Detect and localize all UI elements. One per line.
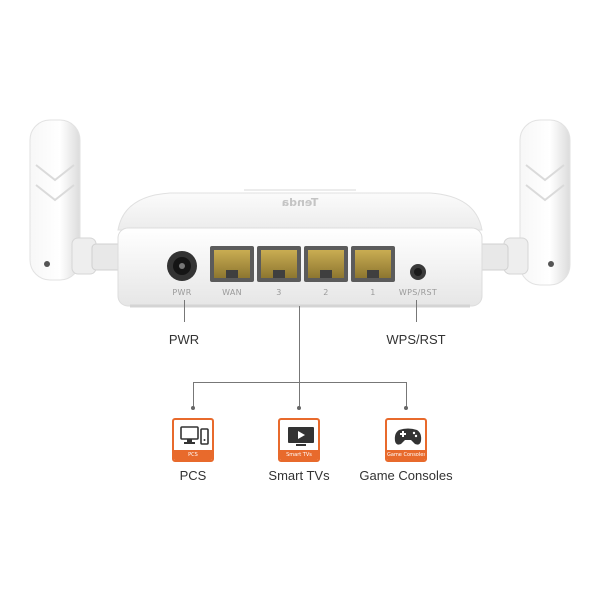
router-brand-logo: Tenda (281, 196, 319, 209)
branch-dot-consoles (404, 406, 408, 410)
consoles-tag: Game Consoles (387, 450, 425, 460)
wps-callout-label: WPS/RST (386, 332, 446, 347)
lan-port-1 (351, 246, 395, 282)
wps-button (410, 264, 426, 280)
port-label-wps: WPS/RST (398, 288, 438, 297)
pcs-label: PCS (179, 468, 207, 483)
power-jack (167, 251, 197, 281)
wan-port (210, 246, 254, 282)
port-label-lan1: 1 (370, 288, 376, 297)
tv-icon (288, 427, 314, 446)
tvs-label: Smart TVs (268, 468, 330, 483)
router-illustration (29, 119, 571, 308)
tvs-tag: Smart TVs (280, 450, 318, 460)
port-label-pwr: PWR (172, 288, 192, 297)
port-label-wan: WAN (222, 288, 242, 297)
consoles-label: Game Consoles (359, 468, 453, 483)
branch-dot-pcs (191, 406, 195, 410)
lan-callout-line (299, 306, 300, 382)
branch-drop-consoles (406, 382, 407, 408)
port-label-lan3: 3 (276, 288, 282, 297)
left-antenna (29, 119, 123, 281)
wps-callout-line (416, 300, 417, 322)
device-branch-line (193, 382, 407, 383)
pwr-callout-line (184, 300, 185, 322)
pcs-icon-box: PCS (172, 418, 214, 462)
branch-drop-tvs (299, 382, 300, 408)
branch-drop-pcs (193, 382, 194, 408)
pc-icon (180, 426, 209, 445)
pcs-tag: PCS (174, 450, 212, 460)
pwr-callout-label: PWR (168, 332, 200, 347)
port-label-lan2: 2 (323, 288, 329, 297)
branch-dot-tvs (297, 406, 301, 410)
lan-port-2 (304, 246, 348, 282)
consoles-icon-box: Game Consoles (385, 418, 427, 462)
right-antenna (477, 119, 571, 286)
tvs-icon-box: Smart TVs (278, 418, 320, 462)
gamepad-icon (394, 428, 422, 445)
lan-port-3 (257, 246, 301, 282)
